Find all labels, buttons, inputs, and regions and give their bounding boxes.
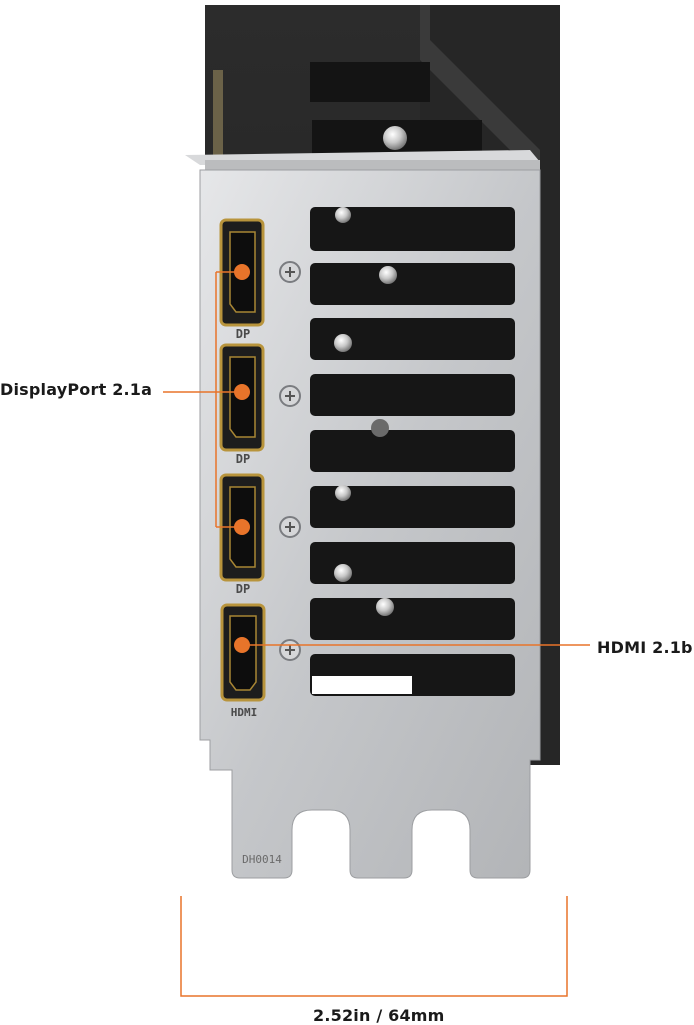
port-marking-dp-3: DP <box>236 582 250 596</box>
callout-lines <box>163 271 590 997</box>
internal-screws <box>334 207 397 616</box>
displayport-callout-label: DisplayPort 2.1a <box>0 380 153 399</box>
width-dimension-label: 2.52in / 64mm <box>313 1006 445 1025</box>
port-marking-dp-2: DP <box>236 452 250 466</box>
vent-slots <box>310 207 515 696</box>
port-marking-dp-1: DP <box>236 327 250 341</box>
part-code: DH0014 <box>242 853 282 866</box>
callout-dots <box>234 264 250 653</box>
bracket-top-fold <box>185 150 540 170</box>
port-marking-hdmi: HDMI <box>231 706 258 719</box>
hdmi-callout-label: HDMI 2.1b <box>597 638 693 657</box>
